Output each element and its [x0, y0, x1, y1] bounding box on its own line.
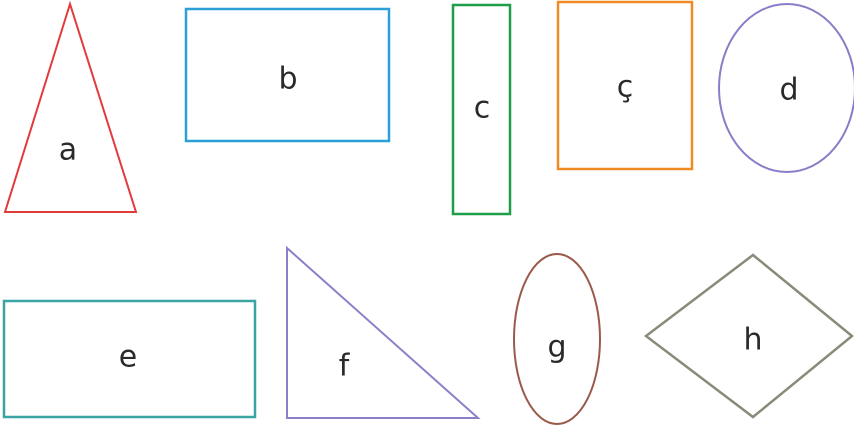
rectangle-shape-c	[451, 3, 512, 216]
shape-b-label: b	[278, 62, 297, 97]
shape-c-label: c	[474, 91, 491, 126]
shape-a-group: a	[3, 0, 138, 213]
rectangle-shape-b	[184, 7, 391, 143]
shape-a-label: a	[59, 133, 77, 168]
shape-d-group: d	[718, 3, 854, 173]
shape-d-label: d	[779, 73, 798, 108]
shape-h-group: h	[643, 253, 854, 419]
shape-e-group: e	[2, 299, 257, 419]
shape-c-cedilla-group: ç	[556, 0, 694, 171]
right-triangle-shape-f	[286, 245, 481, 419]
shape-c-group: c	[451, 3, 512, 216]
shape-g-group: g	[513, 253, 601, 425]
rhombus-shape-h	[643, 253, 854, 419]
shape-c-cedilla-label: ç	[617, 70, 634, 105]
shape-g-label: g	[547, 330, 566, 365]
square-shape-c-cedilla	[556, 0, 694, 171]
ellipse-shape-g	[513, 253, 601, 425]
shape-e-label: e	[119, 340, 137, 375]
triangle-shape-a	[3, 0, 138, 213]
shape-f-label: f	[339, 349, 351, 384]
shape-f-group: f	[286, 245, 481, 419]
rectangle-shape-e	[2, 299, 257, 419]
shape-h-label: h	[743, 323, 762, 358]
shape-b-group: b	[184, 7, 391, 143]
ellipse-shape-d	[718, 3, 854, 173]
